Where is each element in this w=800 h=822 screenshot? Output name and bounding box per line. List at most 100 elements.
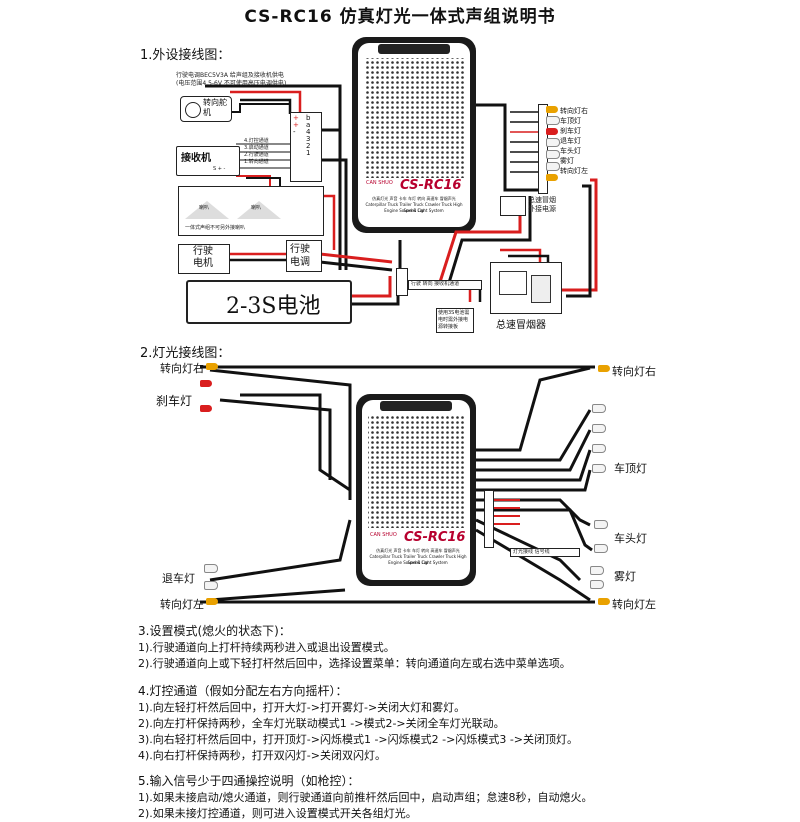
led-fog-2 (590, 580, 604, 589)
plate-model: CS-RC16 (404, 530, 466, 545)
module2-plate: CAN SHUO CS-RC16 仿真灯光 声音 卡车 车灯 转向 高速车 冒烟… (366, 530, 470, 576)
led-roof (546, 116, 560, 125)
led-reverse-1 (204, 564, 218, 573)
section5-line-1: 1).如果未接启动/熄火通道，则行驶通道向前推杆然后回中，启动声组；怠速8秒，自… (138, 791, 593, 804)
led-turn-right-left-side (206, 363, 218, 370)
connector-strip-2: 灯光接线 信号线 (510, 548, 580, 557)
port-sym: 3 (306, 135, 311, 143)
channel-label-3: 3.启动通道 (244, 145, 269, 151)
light-label: 转向灯右 (560, 107, 588, 115)
port-sym: 2 (306, 142, 311, 150)
section1-heading: 1.外设接线图： (140, 48, 231, 63)
led-head-2 (594, 544, 608, 553)
module1-plate: CAN SHUO CS-RC16 仿真灯光 声音 卡车 车灯 转向 高速车 冒烟… (362, 178, 466, 224)
section5-line-2: 2).如果未接灯控通道，则可进入设置模式开关各组灯光。 (138, 807, 417, 820)
instructions: 3.设置模式(熄火的状态下)： 1).行驶通道向上打杆持续两秒进入或退出设置模式… (138, 622, 778, 822)
receiver: 接收机 S + - (176, 146, 240, 176)
led-reverse (546, 138, 560, 147)
motor: 行驶电机 (178, 244, 230, 274)
light-label: 退车灯 (560, 137, 581, 145)
smoke-label: 总速冒烟器 (496, 320, 546, 331)
smoke-unit-icon (499, 271, 527, 295)
port-sym: 1 (306, 149, 311, 157)
smoke-power-label: 总速冒烟 外接电源 (528, 196, 556, 213)
plate-line-3: Engine Sound & Light System (384, 208, 444, 213)
battery-label: 2-3S电池 (226, 294, 321, 319)
plate-line-2: Caterpillar Truck Trailer Truck Crawler … (365, 202, 463, 213)
light-label: 雾灯 (560, 157, 574, 165)
smoke-generator (490, 262, 562, 314)
led-brake-1 (200, 380, 212, 387)
light-connector-1 (538, 104, 548, 194)
power-note: 行驶电调BEC5V3A 给声组及接收机供电 (电压范围4.5-6V 不可使用高压… (176, 72, 287, 87)
section2-heading: 2.灯光接线图： (140, 346, 231, 361)
sound-module-1 (352, 37, 476, 233)
plate-brand: CAN SHUO (366, 180, 393, 186)
section4-heading: 4.灯控通道（假如分配左右方向摇杆）： (138, 684, 348, 698)
receiver-pins: S + - (213, 166, 226, 172)
speaker-b-icon (237, 201, 281, 219)
plate-brand: CAN SHUO (370, 532, 397, 538)
port-sym: + (293, 121, 299, 129)
led-reverse-2 (204, 581, 218, 590)
led-brake-2 (200, 405, 212, 412)
main-connector (396, 268, 408, 296)
speaker-label-b: 喇叭 (251, 205, 262, 211)
plate-line-1: 仿真灯光 声音 卡车 车灯 转向 高速车 冒烟声光 (376, 548, 460, 553)
esc-label: 行驶电调 (290, 244, 310, 268)
light-label: 刹车灯 (560, 127, 581, 135)
led-roof-3 (592, 444, 606, 453)
section4-line-2: 2).向左打杆保持两秒，全车灯光联动模式1 ->模式2->关闭全车灯光联动。 (138, 717, 505, 730)
led-head (546, 150, 560, 159)
left-label-turn-right: 转向灯右 (160, 362, 204, 375)
section5-heading: 5.输入信号少于四通操控说明（如枪控）： (138, 774, 360, 788)
right-label-fog: 雾灯 (614, 570, 636, 583)
channel-label-1: 1.转向通道 (244, 159, 269, 165)
channel-label-2: 2.行驶通道 (244, 152, 269, 158)
led-roof-1 (592, 404, 606, 413)
plate-line-1: 仿真灯光 声音 卡车 车灯 转向 高速车 冒烟声光 (372, 196, 456, 201)
led-turn-right (546, 106, 558, 113)
led-head-1 (594, 520, 608, 529)
led-turn-left (546, 174, 558, 181)
section4-line-4: 4).向右打杆保持两秒，打开双闪灯->关闭双闪灯。 (138, 749, 386, 762)
light-label: 车头灯 (560, 147, 581, 155)
right-label-turn-right: 转向灯右 (612, 365, 656, 378)
connector-strip-1: 行驶 转向 接收机通道 (408, 280, 482, 290)
led-stack-1 (546, 106, 560, 181)
section3-line-2: 2).行驶通道向上或下轻打杆然后回中，选择设置菜单：转向通道向左或右选中菜单选项… (138, 657, 571, 670)
light-label: 车顶灯 (560, 117, 581, 125)
receiver-label: 接收机 (181, 153, 211, 164)
channel-labels: 4.灯控通道 3.启动通道 2.行驶通道 1.转向通道 (244, 138, 292, 166)
plate-line-3: Engine Sound & Light System (388, 560, 448, 565)
left-label-reverse: 退车灯 (162, 572, 195, 585)
light-connector-2 (484, 490, 494, 548)
servo-label: 转向舵机 (203, 98, 227, 117)
led-brake (546, 128, 558, 135)
right-label-head: 车头灯 (614, 532, 647, 545)
section4-line-1: 1).向左轻打杆然后回中，打开大灯->打开雾灯->关闭大灯和雾灯。 (138, 701, 466, 714)
battery: 2-3S电池 (186, 280, 352, 324)
light-label: 转向灯左 (560, 167, 588, 175)
port-sym: 4 (306, 128, 311, 136)
speaker-label-a: 喇叭 (199, 205, 210, 211)
document-title: CS-RC16 仿真灯光一体式声组说明书 (244, 7, 556, 27)
roof-led-group (592, 404, 606, 473)
port-header: + b + a - 4 3 2 1 (290, 112, 322, 182)
left-label-turn-left: 转向灯左 (160, 598, 204, 611)
led-fog (546, 162, 560, 171)
speaker-note: 一体式声组不可另外接喇叭 (185, 225, 246, 231)
led-turn-left-left-side (206, 598, 218, 605)
right-label-roof: 车顶灯 (614, 462, 647, 475)
plate-model: CS-RC16 (400, 178, 462, 193)
servo-gear-icon (185, 102, 201, 118)
led-roof-4 (592, 464, 606, 473)
led-turn-left-right-side (598, 598, 610, 605)
right-label-turn-left: 转向灯左 (612, 598, 656, 611)
speaker-a-icon (185, 201, 229, 219)
section3-heading: 3.设置模式(熄火的状态下)： (138, 624, 291, 638)
left-label-brake: 刹车灯 (156, 394, 193, 408)
port-sym: b (306, 114, 311, 122)
smoke-chimney-icon (531, 275, 551, 303)
wiring-diagram-svg (185, 37, 598, 604)
